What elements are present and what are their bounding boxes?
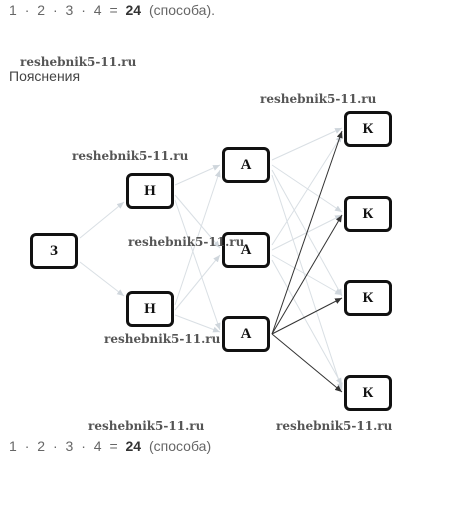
- node-level2: А: [222, 232, 270, 268]
- edge: [271, 297, 343, 335]
- formula-part: 3: [65, 2, 74, 18]
- node-root: З: [30, 233, 78, 269]
- node-level3: К: [344, 196, 392, 232]
- watermark: reshebnik5-11.ru: [104, 332, 221, 346]
- node-level2: А: [222, 316, 270, 352]
- edge: [174, 164, 221, 186]
- formula-result: 24: [125, 2, 142, 18]
- edge: [174, 194, 221, 249]
- edge: [271, 130, 343, 335]
- formula-part: 2: [37, 2, 46, 18]
- formula-part: =: [109, 2, 118, 18]
- formula-result: 24: [125, 438, 142, 454]
- edge: [174, 254, 221, 311]
- edge: [174, 314, 221, 333]
- node-level3: К: [344, 280, 392, 316]
- edge: [271, 134, 343, 246]
- edge: [271, 259, 343, 386]
- edge: [271, 127, 343, 161]
- watermark: reshebnik5-11.ru: [20, 55, 137, 69]
- formula-suffix: (способа).: [148, 2, 215, 18]
- edge: [174, 199, 221, 331]
- formula-part: 2: [37, 438, 46, 454]
- formula-part: ·: [81, 438, 86, 454]
- formula-suffix: (способа): [148, 438, 212, 454]
- edge: [79, 201, 125, 239]
- watermark: reshebnik5-11.ru: [260, 92, 377, 106]
- formula-top: 1 · 2 · 3 · 4 = 24 (способа).: [9, 2, 215, 18]
- node-level1: Н: [126, 173, 174, 209]
- node-level1: Н: [126, 291, 174, 327]
- formula-bottom: 1 · 2 · 3 · 4 = 24 (способа): [9, 438, 211, 454]
- formula-part: ·: [52, 2, 58, 18]
- formula-part: 1: [9, 438, 17, 454]
- formula-part: 1: [9, 2, 17, 18]
- watermark: reshebnik5-11.ru: [276, 419, 393, 433]
- formula-part: ·: [24, 2, 30, 18]
- watermark: reshebnik5-11.ru: [128, 235, 245, 249]
- node-level2: А: [222, 147, 270, 183]
- node-level3: К: [344, 375, 392, 411]
- edge: [271, 174, 343, 391]
- edge: [271, 164, 343, 213]
- watermark: reshebnik5-11.ru: [88, 419, 205, 433]
- formula-part: ·: [52, 438, 58, 454]
- formula-part: 3: [65, 438, 74, 454]
- edge: [271, 214, 343, 335]
- formula-part: 4: [93, 438, 102, 454]
- edge: [174, 169, 221, 306]
- edge: [271, 333, 343, 393]
- formula-part: =: [109, 438, 118, 454]
- explanations-heading: Пояснения: [9, 68, 81, 84]
- edge: [79, 261, 125, 297]
- watermark: reshebnik5-11.ru: [72, 149, 189, 163]
- node-level3: К: [344, 111, 392, 147]
- formula-part: 4: [93, 2, 102, 18]
- formula-part: ·: [81, 2, 86, 18]
- formula-part: ·: [24, 438, 30, 454]
